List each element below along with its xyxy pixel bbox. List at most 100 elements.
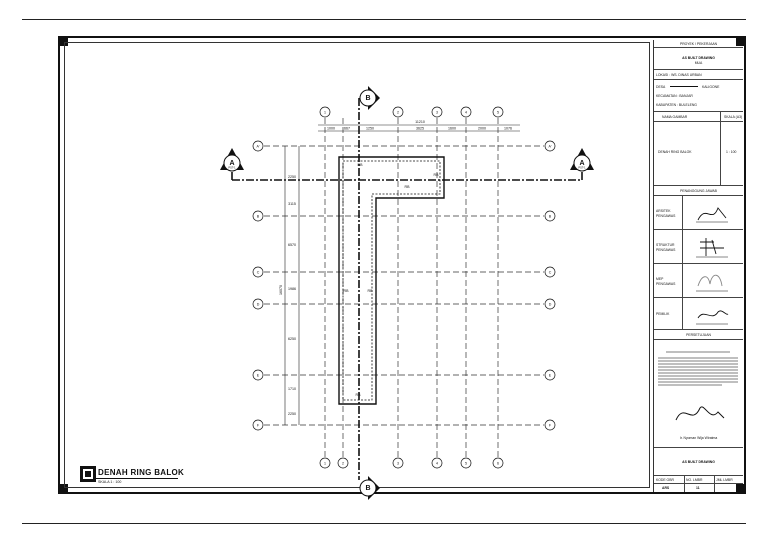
drawing-name: DENAH RING BALOK — [658, 150, 692, 154]
tb-code-header: KODE GBR NO. LMBR JML LMBR — [654, 476, 743, 484]
row-label: F — [257, 424, 260, 428]
row-label: B — [549, 215, 552, 219]
top-dim: 1600 — [448, 127, 456, 131]
ring-beam-outline — [338, 156, 445, 405]
beam-label: RB — [434, 173, 440, 177]
top-rule — [22, 19, 746, 20]
plan-scale: SKALA 1 : 100 — [98, 480, 122, 484]
bottom-rule — [22, 523, 746, 524]
ring-beam-inner — [342, 160, 441, 401]
beam-label: RB — [344, 289, 350, 293]
signature-3 — [696, 274, 728, 292]
row-label: A' — [256, 145, 259, 149]
col-label: 4 — [465, 111, 467, 115]
address-1-value: KALIGONE — [702, 85, 720, 89]
left-total-dim: 16070 — [279, 285, 283, 295]
tb-approval-row: PERSETUJUAN — [654, 330, 743, 340]
row-label: D — [257, 303, 260, 307]
top-dim: 1076 — [504, 127, 512, 131]
left-dim: 2250 — [288, 412, 296, 416]
section-label-top: B — [365, 95, 370, 102]
plan-title: DENAH RING BALOK — [98, 468, 185, 477]
role-3-a: MEP — [656, 277, 664, 281]
col-label: 4 — [436, 462, 438, 466]
beam-label: RB — [405, 185, 411, 189]
signature-4 — [696, 310, 729, 325]
top-dim: 3625 — [416, 127, 424, 131]
tb-divider — [720, 112, 721, 186]
address-bar — [670, 86, 698, 88]
approval-signature — [675, 406, 725, 421]
code-col-2: NO. LMBR — [686, 478, 703, 482]
address-2: KECAMATAN : BANJAR — [656, 94, 693, 98]
col-label: 5 — [497, 111, 499, 115]
corner-mark — [736, 36, 746, 46]
address-3: KABUPATEN : BULELENG — [656, 103, 697, 107]
corner-mark — [736, 484, 746, 494]
tb-role-4: PEMILIK — [654, 298, 743, 330]
beam-label: RB — [368, 289, 374, 293]
section-marker-bottom — [359, 476, 380, 500]
section-label-bottom: B — [365, 485, 370, 492]
top-dim: 1250 — [366, 127, 374, 131]
col-label: 1 — [324, 111, 326, 115]
code-val-2: 11 — [696, 486, 700, 490]
project-name: AS BUILT DRAWING — [682, 56, 715, 60]
project-sub: MUA — [694, 61, 703, 65]
signature-2 — [696, 238, 728, 258]
footer-title: AS BUILT DRAWING — [682, 460, 715, 464]
beam-label: RB — [356, 393, 362, 397]
title-block: PROYEK / PEKERJAAN AS BUILT DRAWING MUA … — [653, 40, 743, 492]
tb-role-3: MEP PENGAWAS — [654, 264, 743, 298]
col-bubbles — [319, 106, 504, 469]
role-1-b: PENGAWAS — [656, 214, 676, 218]
left-dim: 1986 — [288, 287, 296, 291]
code-col-3: JML LMBR — [716, 478, 733, 482]
tb-address-row: DESA KALIGONE KECAMATAN : BANJAR KABUPAT… — [654, 80, 743, 112]
section-sheet-left: PST-1 — [228, 166, 236, 170]
tb-client-row: LOKASI : WS. DINAS URBAN — [654, 70, 743, 80]
address-1-label: DESA — [656, 85, 666, 89]
grid-lines-vertical — [324, 118, 499, 458]
role-2-b: PENGAWAS — [656, 248, 676, 252]
signature-1 — [696, 207, 728, 223]
row-label: E — [549, 374, 552, 378]
project-label: PROYEK / PEKERJAAN — [679, 42, 718, 46]
approval-name: Ir. Nyoman Wija Wiratma — [679, 436, 718, 440]
row-label: D — [549, 303, 552, 307]
tb-responsible-row: PENANGGUNG JAWAB — [654, 186, 743, 196]
beam-label: RB — [358, 163, 364, 167]
col-label: 1 — [324, 462, 326, 466]
corner-mark — [58, 36, 68, 46]
role-2-a: STRUKTUR — [656, 243, 675, 247]
left-dim: 1710 — [288, 387, 296, 391]
plan-title-underline — [96, 478, 178, 480]
drawing-scale: 1 : 100 — [726, 150, 737, 154]
responsible-header: PENANGGUNG JAWAB — [680, 189, 717, 193]
row-bubbles — [252, 140, 556, 431]
role-3-b: PENGAWAS — [656, 282, 676, 286]
tb-approval-body: Ir. Nyoman Wija Wiratma — [654, 340, 743, 448]
dimension-lines — [284, 124, 520, 425]
col-label: 3 — [397, 462, 399, 466]
left-dim: 6250 — [288, 337, 296, 341]
tb-drawing-row: DENAH RING BALOK 1 : 100 — [654, 122, 743, 186]
section-sheet-right: PST-1 — [578, 166, 586, 170]
code-col-1: KODE GBR — [656, 478, 674, 482]
col-label: 2 — [397, 111, 399, 115]
approval-header: PERSETUJUAN — [686, 333, 711, 337]
drawing-area — [64, 42, 650, 488]
tb-divider — [714, 476, 715, 492]
row-label: C — [257, 271, 260, 275]
row-label: B — [257, 215, 260, 219]
top-dim: 1000 — [327, 127, 335, 131]
section-marker-left — [220, 148, 244, 172]
tb-role-2: STRUKTUR PENGAWAS — [654, 230, 743, 264]
top-total-dim: 11210 — [415, 120, 425, 124]
col-label: 6 — [497, 462, 499, 466]
client-label: LOKASI : WS. DINAS URBAN — [656, 73, 702, 77]
section-label-left: A — [229, 160, 234, 167]
row-label: A' — [548, 145, 551, 149]
col-drawing-name: NAMA GAMBAR — [662, 115, 688, 119]
